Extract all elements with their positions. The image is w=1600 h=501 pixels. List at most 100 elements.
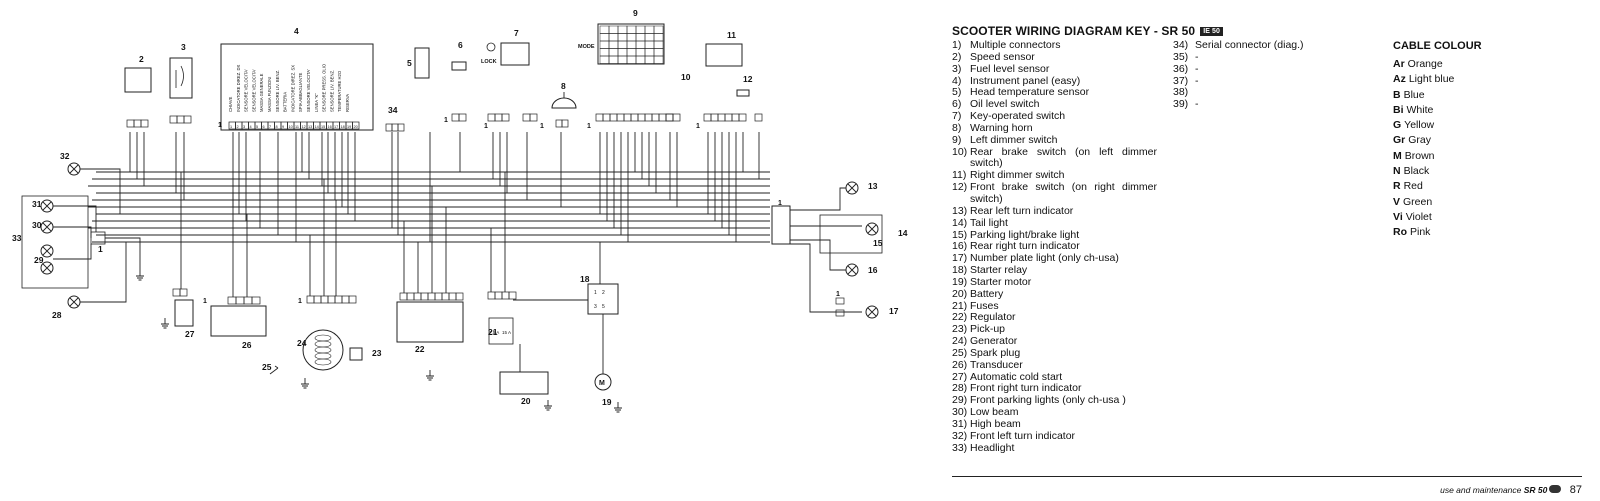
automatic-cold-start-box <box>174 299 194 327</box>
component-number-16: 16 <box>868 265 878 275</box>
key-item-number: 6) <box>952 98 962 111</box>
key-title-text: SCOOTER WIRING DIAGRAM KEY - SR 50 <box>952 24 1196 38</box>
switch-grid-cell <box>635 48 646 57</box>
component-number-11: 11 <box>727 30 736 40</box>
component-number-32: 32 <box>60 151 70 161</box>
switch-grid-cell <box>644 48 655 57</box>
right-dimmer-pin <box>717 113 726 122</box>
key-item-text: Serial connector (diag.) <box>1195 39 1304 51</box>
instrument-panel-function-label: LINEA "K" <box>314 93 319 112</box>
key-item-number: 11) <box>952 169 967 182</box>
key-item: 23)Pick-up <box>952 323 1157 336</box>
key-item-text: Transducer <box>970 358 1023 371</box>
connector-mark: 1 <box>203 298 207 305</box>
instrument-panel-function-label: TEMPERATURE H2O <box>337 70 342 112</box>
regulator-pin <box>406 292 415 301</box>
switch-grid-cell <box>617 55 628 64</box>
key-item-text: Rear right turn indicator <box>970 240 1080 253</box>
generator-pin <box>327 295 336 304</box>
key-item-number: 30) <box>952 406 968 419</box>
fuel-sensor-pin <box>169 115 178 124</box>
cable-colour-name: White <box>1406 103 1434 116</box>
left-dimmer-pin <box>623 113 632 122</box>
switch-grid-cell <box>599 33 610 42</box>
key-item-number: 20) <box>952 287 968 300</box>
switch-grid-cell <box>608 55 619 64</box>
fuel-sensor-pin <box>176 115 185 124</box>
component-number-27: 27 <box>185 329 195 339</box>
rear-left-indicator-wire <box>790 187 848 211</box>
connector-mark: 1 <box>540 123 544 130</box>
speed-sensor-pin <box>133 119 142 128</box>
component-number-31: 31 <box>32 199 42 209</box>
key-item-text: Fuel level sensor <box>970 62 1050 75</box>
rear-right-turn-indicator-bulb-cross <box>847 265 857 275</box>
left-dimmer-pin <box>658 113 667 122</box>
ground-icon <box>136 270 144 281</box>
key-item-text: Tail light <box>970 216 1008 229</box>
relay-pin-label: 2 <box>602 290 605 296</box>
switch-grid-cell <box>599 48 610 57</box>
cable-colour-code: M <box>1393 149 1402 162</box>
key-item: 34)Serial connector (diag.) <box>1173 39 1333 52</box>
pin-number: 17 <box>334 125 338 129</box>
component-number-28: 28 <box>52 310 62 320</box>
ground-icon <box>301 378 309 389</box>
switch-grid-cell <box>626 25 637 34</box>
pin-number: 16 <box>328 125 332 129</box>
low-beam-bulb-cross <box>42 222 52 232</box>
component-number-19: 19 <box>602 397 612 407</box>
component-number-18: 18 <box>580 274 590 284</box>
switch-grid-cell <box>653 48 664 57</box>
ground-icon <box>544 400 552 411</box>
left-dimmer-switch-box <box>597 23 665 65</box>
key-item: 7)Key-operated switch <box>952 110 1157 123</box>
generator-pin <box>306 295 315 304</box>
component-number-1: 1 <box>98 244 103 254</box>
instrument-panel-function-label: SENSORE LIV. BENZ. <box>275 70 280 112</box>
key-item-text: Front parking lights (only ch-usa ) <box>970 394 1126 407</box>
left-dimmer-pin <box>644 113 653 122</box>
pin-number: 13 <box>308 125 312 129</box>
switch-grid-cell <box>626 55 637 64</box>
key-item: 12)Front brake switch (on right dimmer s… <box>952 181 1157 206</box>
cable-colour-name: Green <box>1403 195 1433 208</box>
high-beam-bulb-cross <box>42 201 52 211</box>
switch-grid-cell <box>608 25 619 34</box>
starter-motor-label: M <box>599 380 605 387</box>
key-item-number: 8) <box>952 121 962 134</box>
key-item: 29)Front parking lights (only ch-usa ) <box>952 394 1157 407</box>
right-dimmer-switch-box <box>705 43 743 67</box>
mode-label: MODE <box>578 44 595 50</box>
generator-pin <box>341 295 350 304</box>
component-number-2: 2 <box>139 54 144 64</box>
footer-model: SR 50 <box>1523 485 1548 495</box>
rear-brake-pin <box>665 113 674 122</box>
connector-mark: 1 <box>778 200 782 207</box>
key-item-text: Front brake switch (on right dimmer swit… <box>970 181 1157 205</box>
key-item-number: 4) <box>952 74 962 87</box>
cable-colour-code: R <box>1393 180 1401 193</box>
transducer-pin <box>227 296 237 305</box>
switch-grid-cell <box>599 25 610 34</box>
spark-plug-icon <box>269 365 279 375</box>
component-number-3: 3 <box>181 42 186 52</box>
headlight-wire <box>53 244 92 260</box>
component-number-22: 22 <box>415 344 425 354</box>
key-item: 39)- <box>1173 98 1333 111</box>
switch-grid-cell <box>644 33 655 42</box>
key-item: 15)Parking light/brake light <box>952 229 1157 242</box>
right-dimmer-pin <box>738 113 747 122</box>
left-dimmer-pin <box>602 113 611 122</box>
instrument-panel-box <box>220 43 374 131</box>
cable-colour-code: Gr <box>1393 134 1406 147</box>
plate-connector <box>835 309 845 317</box>
key-item: 3)Fuel level sensor <box>952 62 1157 76</box>
lock-label: LOCK <box>481 59 497 65</box>
fuel-sensor-pin <box>183 115 192 124</box>
key-item-number: 18) <box>952 264 968 277</box>
key-switch-pin <box>501 113 510 122</box>
instrument-panel-function-label: MASSA FUNZIONI <box>267 77 272 112</box>
